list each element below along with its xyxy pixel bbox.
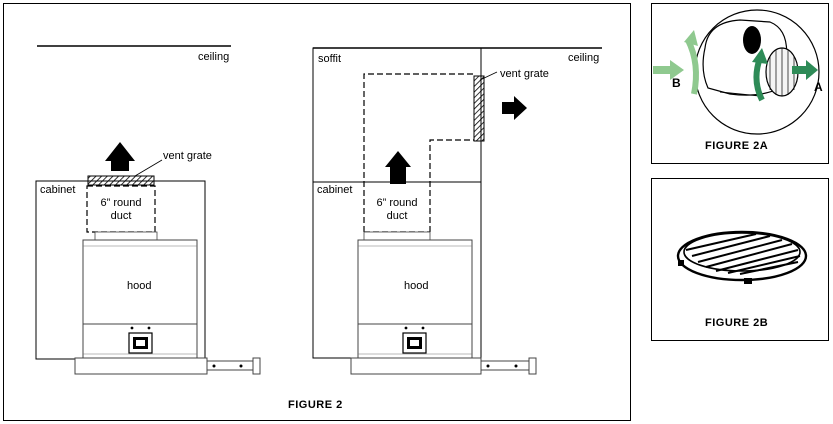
vent-grate-label-right: vent grate	[500, 68, 549, 80]
duct-path-right	[363, 73, 474, 232]
ceiling-label-left: ceiling	[198, 51, 230, 63]
duct-label-left-line2: duct	[110, 210, 132, 222]
figure-2b-caption: FIGURE 2B	[705, 317, 769, 329]
round-grate-drawing	[676, 230, 808, 284]
duct-label-left-line1: 6” round	[100, 197, 142, 209]
arrow-b-curved	[685, 38, 699, 95]
soffit-label: soffit	[318, 53, 342, 65]
arrow-b-horizontal	[653, 60, 684, 80]
airflow-arrow-up-right	[385, 151, 411, 184]
hood-label-right: hood	[404, 280, 429, 292]
cabinet-label-left: cabinet	[40, 184, 76, 196]
hood-label-left: hood	[127, 280, 152, 292]
vent-grate-leader-right	[479, 71, 498, 81]
fig2a-label-a: A	[814, 80, 824, 94]
airflow-arrow-right	[502, 96, 527, 120]
duct-label-right-line1: 6” round	[376, 197, 418, 209]
ceiling-label-right: ceiling	[568, 52, 600, 64]
vent-grate-label-left: vent grate	[163, 150, 212, 162]
figure-2a-caption: FIGURE 2A	[705, 140, 769, 152]
duct-label-right-line2: duct	[386, 210, 408, 222]
hood-rail-right	[350, 357, 482, 375]
vent-grate-right	[473, 75, 485, 142]
fig2a-label-b: B	[672, 76, 682, 90]
figure-2-caption: FIGURE 2	[288, 399, 343, 411]
duct-left	[86, 185, 156, 233]
hood-rail-left	[74, 357, 208, 375]
vent-grate-left	[87, 175, 155, 186]
airflow-arrow-up-left	[105, 142, 135, 171]
arrow-a-horizontal	[792, 60, 818, 80]
cabinet-label-right: cabinet	[317, 184, 353, 196]
vent-grate-leader-left	[134, 159, 163, 177]
